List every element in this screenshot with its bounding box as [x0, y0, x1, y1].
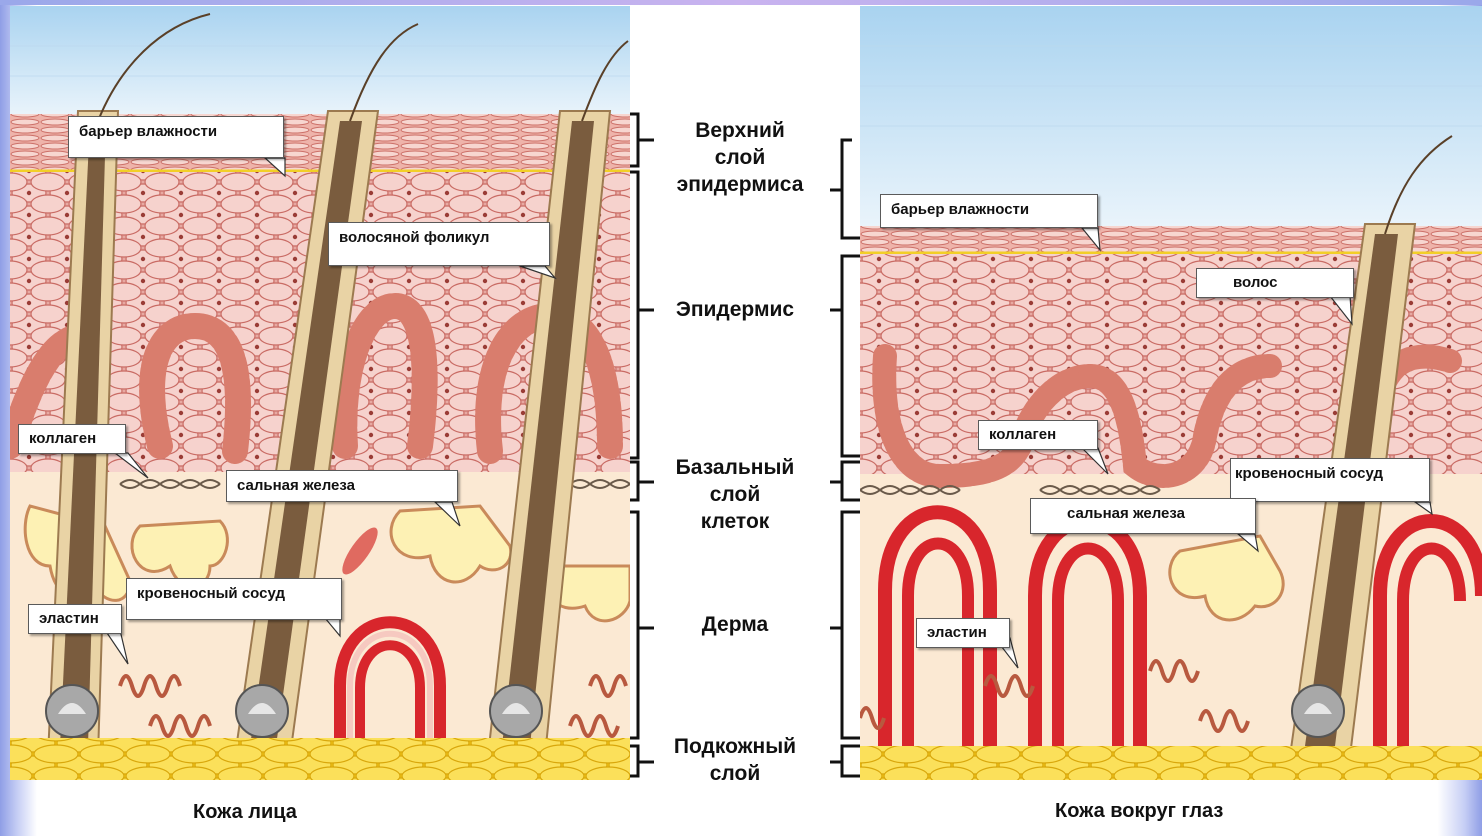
caption-facial-skin: Кожа лица	[193, 801, 297, 824]
callout-blood-vessel-left: кровеносный сосуд	[126, 578, 342, 620]
callout-blood-vessel-right: кровеносный сосуд	[1230, 458, 1430, 502]
callout-sebaceous-gland-right: сальная железа	[1030, 498, 1256, 534]
callout-elastin-left: эластин	[28, 604, 122, 634]
label-subcutaneous: Подкожный слой	[655, 733, 815, 787]
air-layer	[10, 6, 630, 116]
caption-eye-skin: Кожа вокруг глаз	[1055, 800, 1223, 823]
callout-moisture-barrier-left: барьер влажности	[68, 116, 284, 158]
facial-skin-diagram: барьер влажности волосяной фоликул колла…	[10, 6, 630, 780]
callout-moisture-barrier-right: барьер влажности	[880, 194, 1098, 228]
label-epidermis: Эпидермис	[655, 296, 815, 323]
eye-skin-diagram: барьер влажности волос коллаген кровенос…	[860, 6, 1482, 780]
subcutaneous-fat-layer	[10, 738, 630, 780]
callout-elastin-right: эластин	[916, 618, 1010, 648]
callout-collagen-right: коллаген	[978, 420, 1098, 450]
subcutaneous-fat-layer	[860, 746, 1482, 780]
label-dermis: Дерма	[655, 611, 815, 638]
eye-skin-illustration	[860, 6, 1482, 780]
callout-hair-right: волос	[1196, 268, 1354, 298]
callout-sebaceous-gland-left: сальная железа	[226, 470, 458, 502]
label-upper-epidermis: Верхний слой эпидермиса	[655, 117, 825, 198]
callout-hair-follicle: волосяной фоликул	[328, 222, 550, 266]
callout-collagen-left: коллаген	[18, 424, 126, 454]
label-basal-layer: Базальный слой клеток	[655, 454, 815, 535]
